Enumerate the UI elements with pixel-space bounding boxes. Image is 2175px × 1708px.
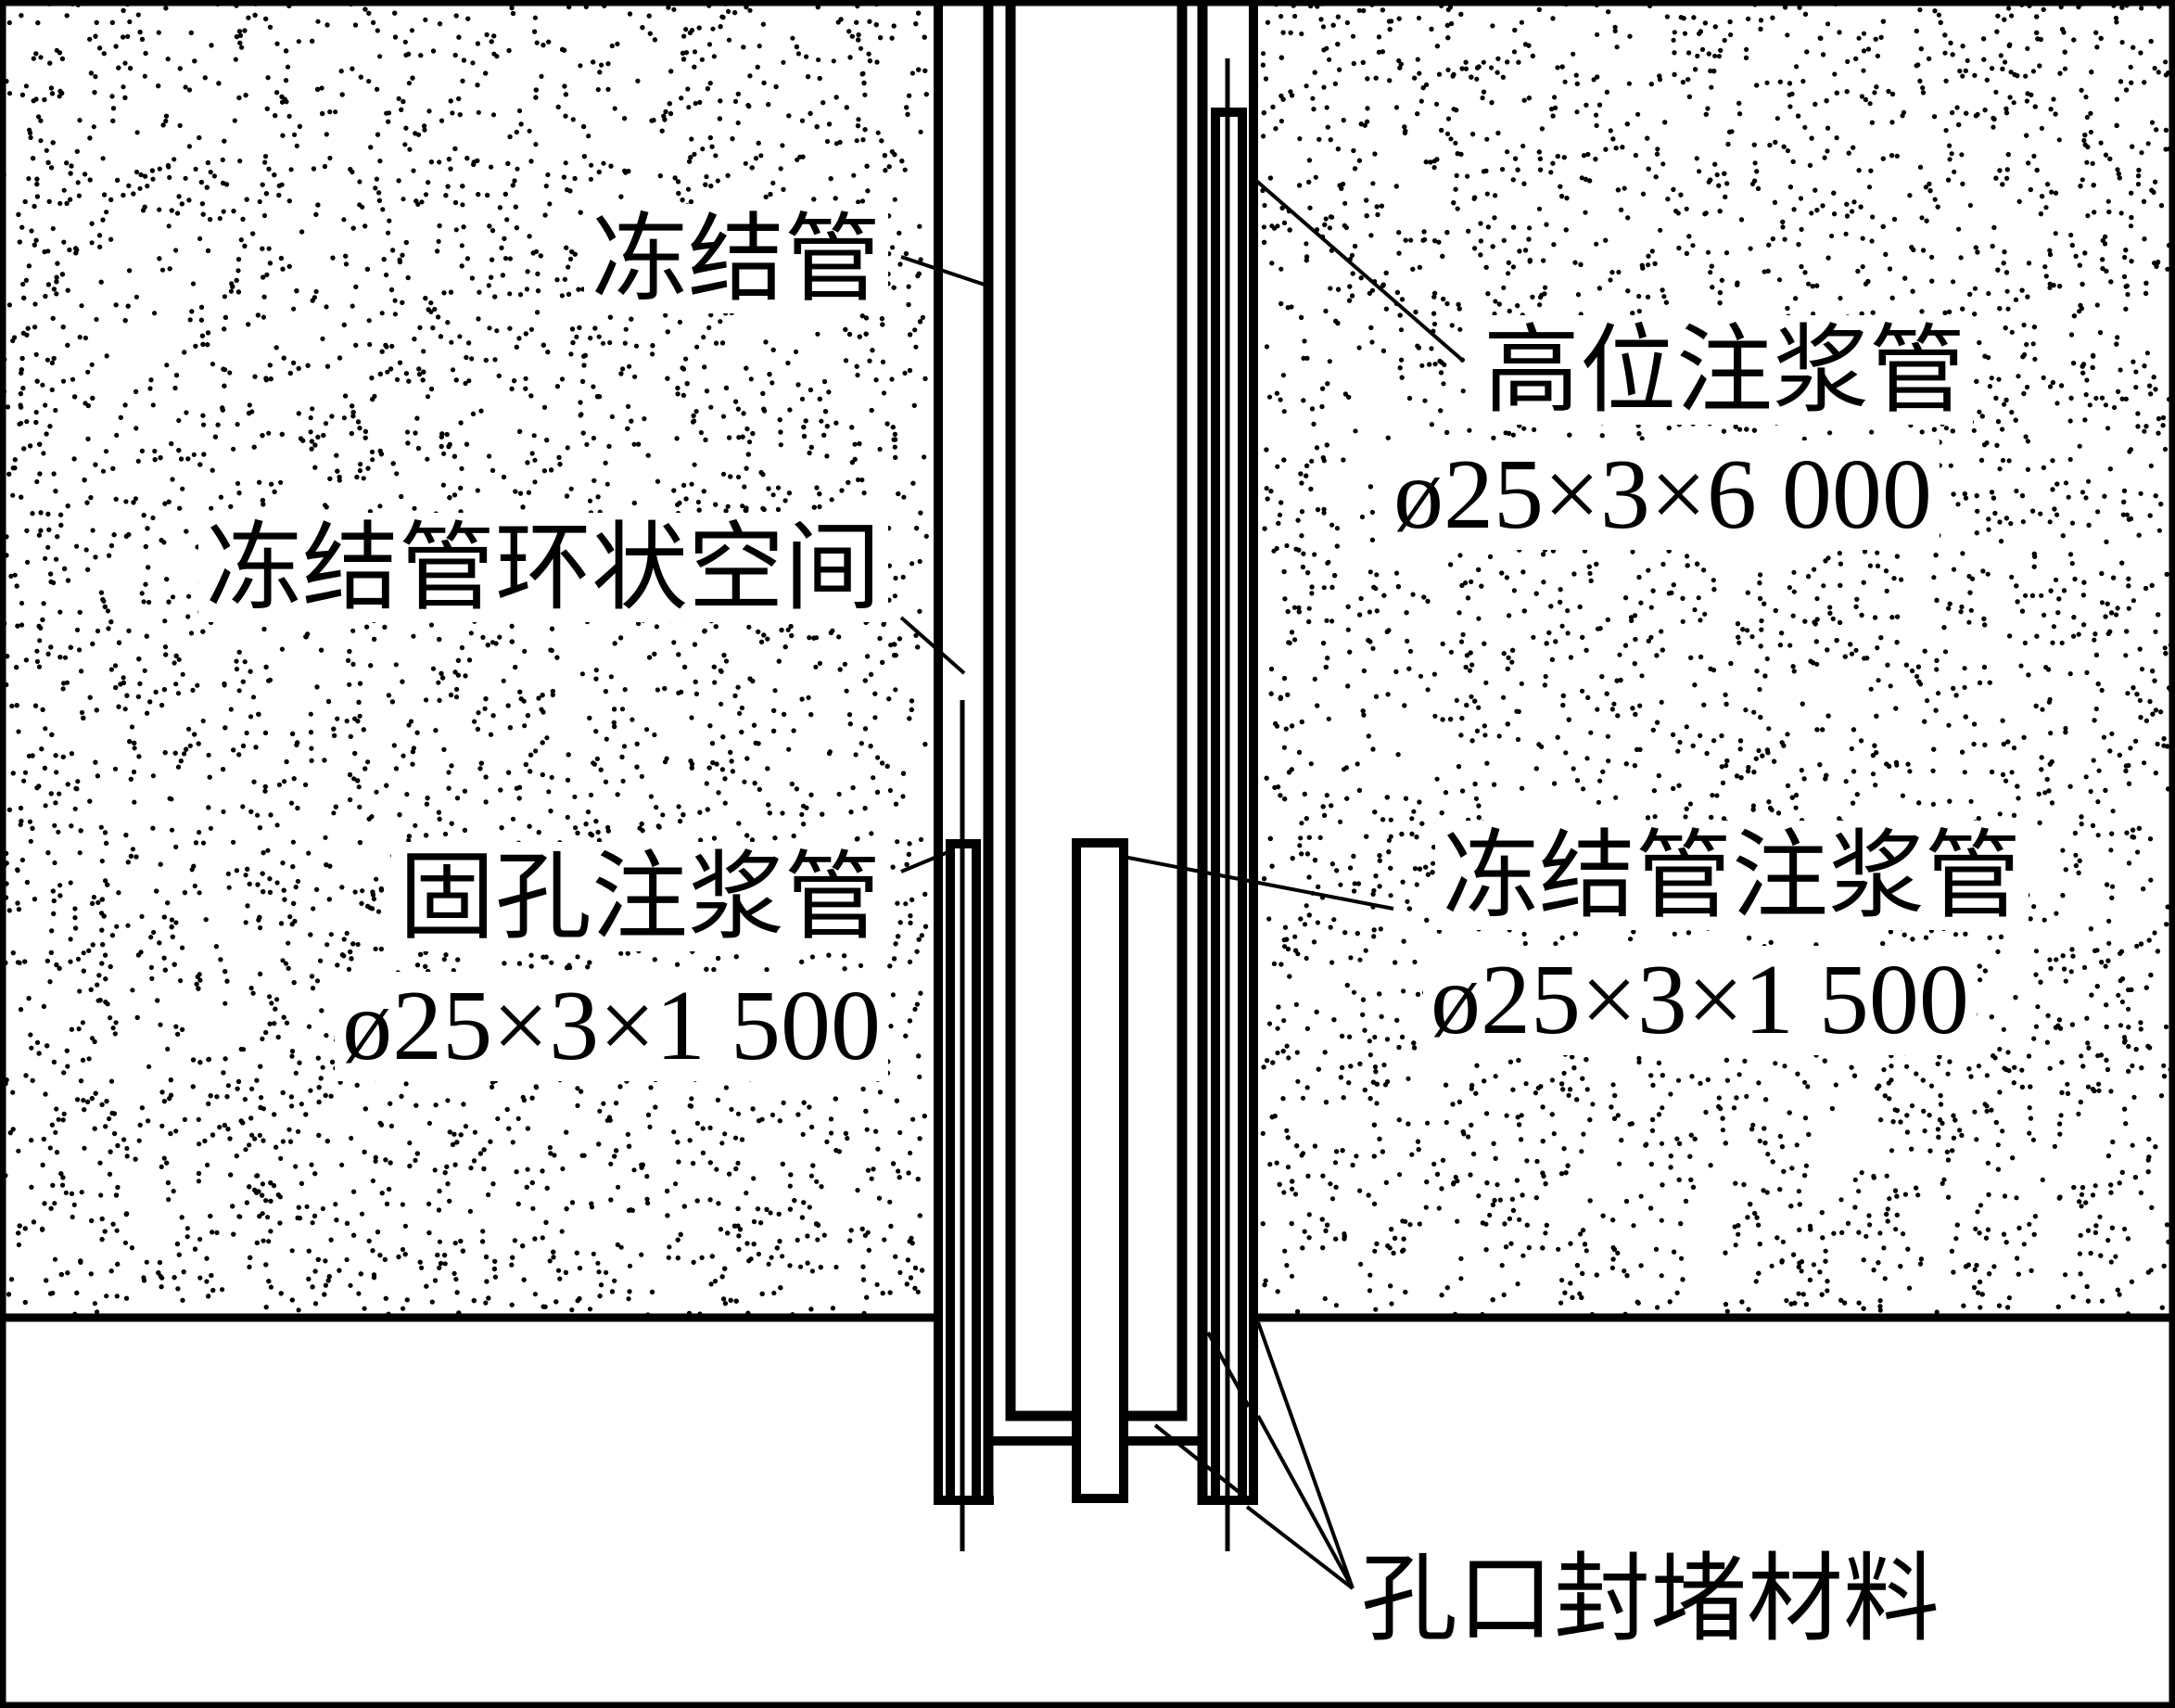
freeze-grout-pipe [1072,838,1128,1503]
label-freeze-pipe: 冻结管 [583,204,888,313]
leader-lines [899,178,1465,1590]
label-freeze-grout-pipe-spec: ø25×3×1 500 [1423,946,1977,1055]
pipe-assembly [934,0,1258,1551]
label-annulus: 冻结管环状空间 [197,513,888,622]
label-hole-grout-pipe-spec: ø25×3×1 500 [335,972,888,1081]
label-hole-grout-pipe: 固孔注浆管 [390,842,888,951]
label-high-grout-pipe: 高位注浆管 [1476,315,1974,425]
label-seal-material: 孔口封堵材料 [1361,1542,1940,1655]
freeze-pipe-inner [1005,0,1188,1421]
label-high-grout-pipe-spec: ø25×3×6 000 [1386,440,1940,550]
label-freeze-grout-pipe: 冻结管注浆管 [1435,821,2029,930]
